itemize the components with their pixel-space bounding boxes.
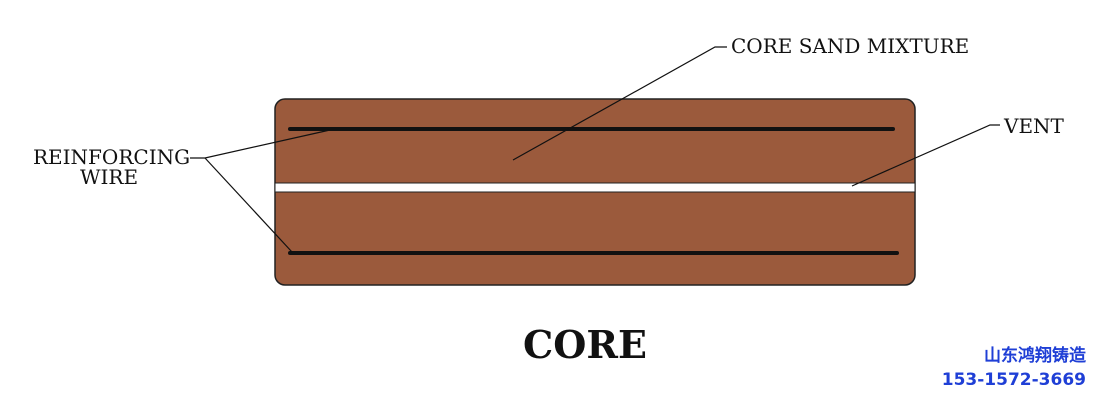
watermark: 山东鸿翔铸造 153-1572-3669 — [942, 344, 1086, 392]
watermark-phone: 153-1572-3669 — [941, 370, 1086, 390]
label-reinforcing-wire: REINFORCING WIRE — [33, 145, 191, 189]
vent-channel — [274, 182, 916, 193]
watermark-company: 山东鸿翔铸造 — [984, 346, 1086, 366]
leader-core-sand — [512, 46, 727, 161]
label-core-sand-mixture: CORE SAND MIXTURE — [731, 34, 970, 58]
leader-vent — [851, 124, 1000, 187]
label-reinforcing-wire-line1: REINFORCING — [33, 145, 191, 169]
label-reinforcing-wire-line2: WIRE — [79, 165, 139, 189]
diagram-title: CORE — [523, 322, 647, 367]
leader-wire-bottom — [204, 157, 293, 253]
label-vent: VENT — [1004, 114, 1064, 138]
